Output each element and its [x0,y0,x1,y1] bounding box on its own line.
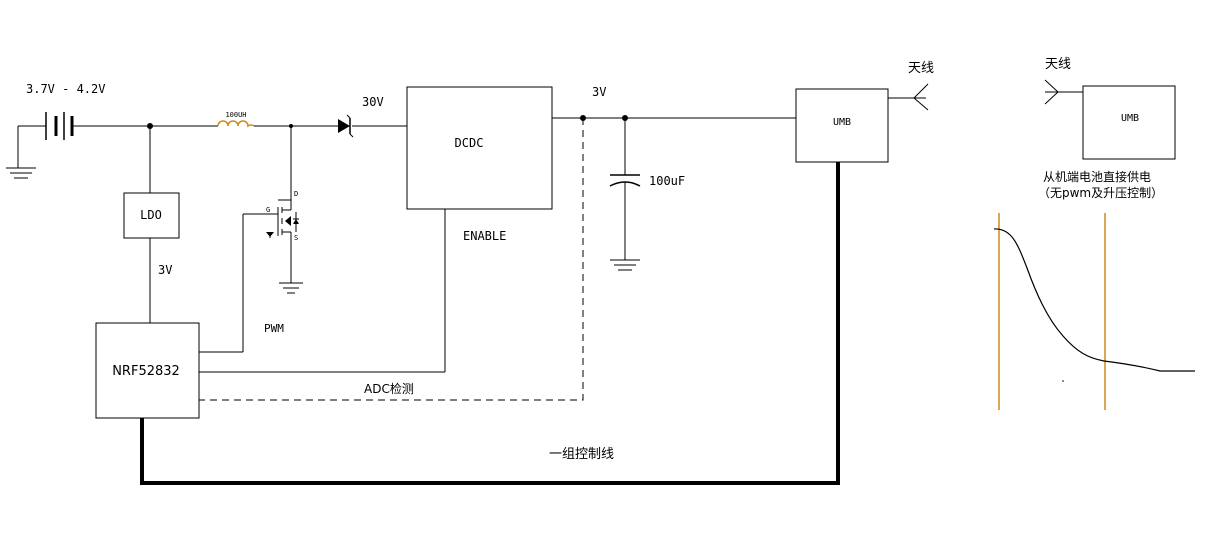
antenna-icon [888,83,929,111]
sketch-curve [993,228,1195,372]
enable-label: ENABLE [463,229,506,243]
control-line-label: 一组控制线 [549,447,614,462]
ldo-output-voltage-label: 3V [158,263,172,277]
control-line [140,162,840,485]
adc-dashed-wire [199,118,584,401]
dcdc-label: DCDC [455,136,484,150]
boost-voltage-label: 30V [362,95,384,109]
alt-umb-label: UMB [1121,113,1139,124]
mosfet-symbol [242,126,299,352]
mcu-label: NRF52832 [112,364,180,379]
mosfet-source-label: S [294,234,298,242]
diode-symbol [338,114,354,138]
ldo-block [123,192,180,239]
alt-antenna-icon [1044,79,1083,105]
ldo-label: LDO [140,208,162,222]
inductor-symbol [217,120,255,128]
inductor-label: 100UH [225,111,246,119]
alt-antenna-label: 天线 [1045,57,1071,72]
capacitor-symbol [609,118,641,271]
battery-voltage-label: 3.7V - 4.2V [26,82,105,96]
sketch-dot [1062,380,1064,382]
umb-block [795,88,889,163]
mosfet-gate-label: G [266,206,270,214]
alt-note-line1: 从机端电池直接供电 [1043,169,1151,184]
adc-label: ADC检测 [364,381,414,396]
mcu-block [95,322,200,419]
alt-note-line2: （无pwm及升压控制） [1038,186,1163,200]
battery-symbol [18,112,150,140]
alt-umb-block [1082,85,1176,160]
mosfet-drain-label: D [294,190,298,198]
pwm-label: PWM [264,322,284,335]
ground-symbol-mosfet [279,282,303,294]
dcdc-block [406,86,553,210]
ground-symbol-battery [6,126,36,179]
umb-label: UMB [833,117,851,128]
antenna-label: 天线 [908,61,934,76]
capacitor-label: 100uF [649,174,685,188]
output-voltage-label: 3V [592,85,606,99]
